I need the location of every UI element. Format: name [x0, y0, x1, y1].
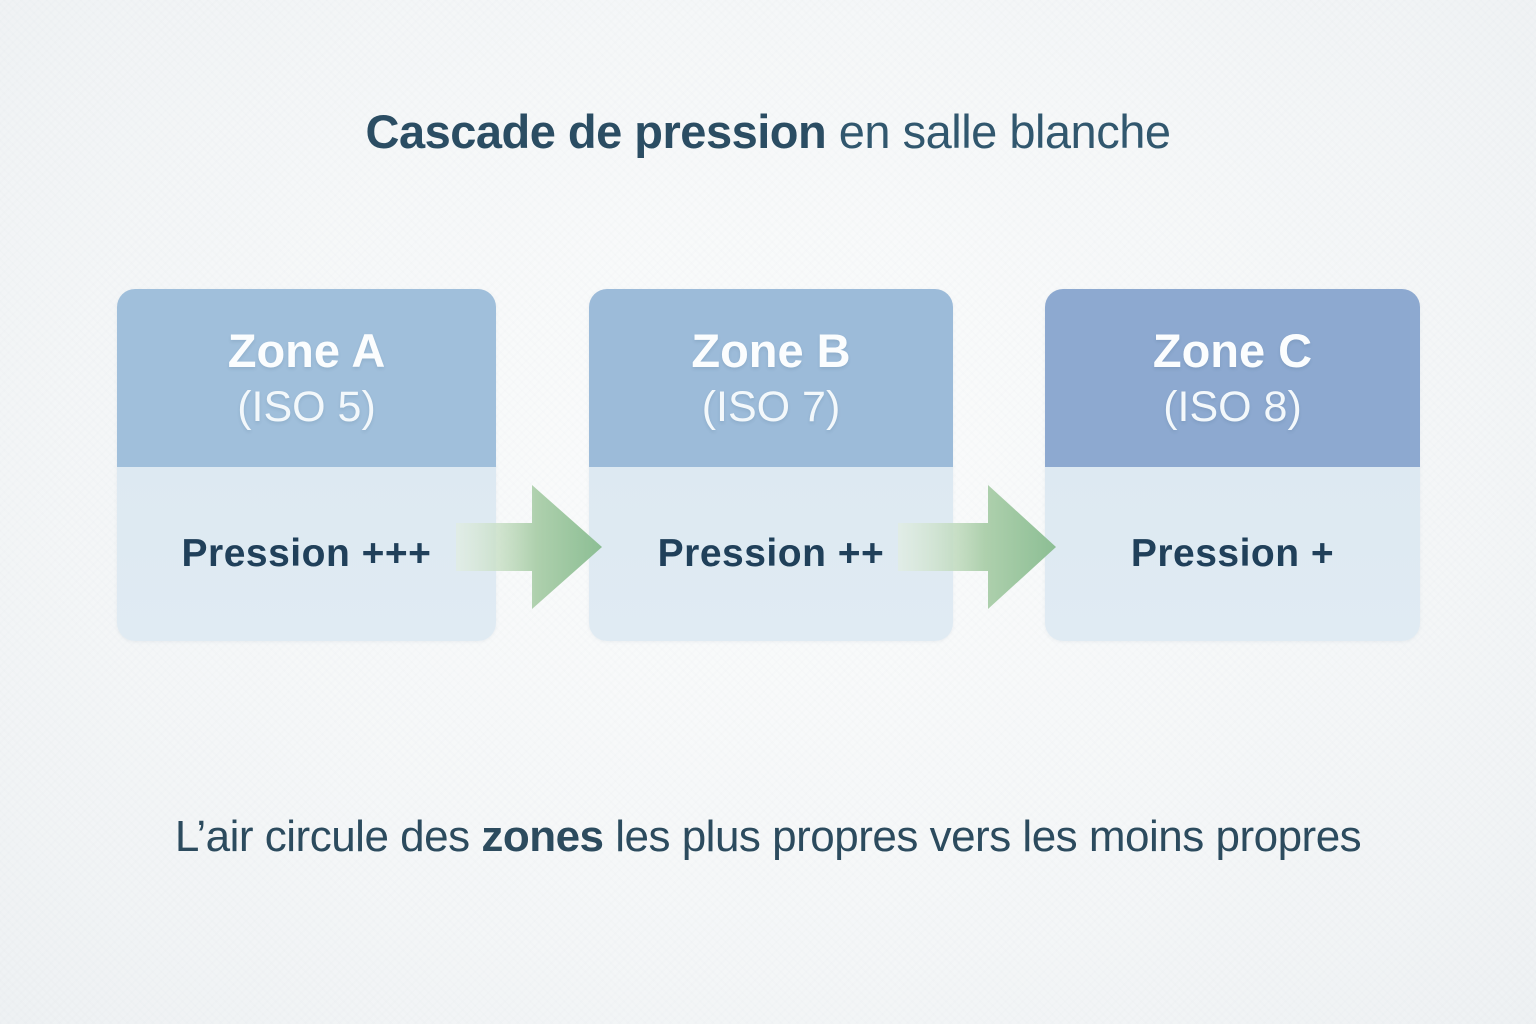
- zone-b-pressure: Pression ++: [657, 532, 885, 575]
- zone-c-iso: (ISO 8): [1163, 382, 1302, 431]
- flow-arrow-a-to-b-icon: [456, 485, 602, 609]
- zone-c-name: Zone C: [1152, 323, 1313, 377]
- title-regular: en salle blanche: [826, 105, 1171, 158]
- zone-c-pressure: Pression +: [1130, 532, 1335, 575]
- zone-b-card: Zone B (ISO 7) Pression ++: [589, 289, 953, 641]
- zone-a-pressure: Pression +++: [181, 532, 432, 575]
- zone-b-name: Zone B: [691, 323, 851, 377]
- zone-a-header: Zone A (ISO 5): [117, 289, 496, 467]
- zone-a-card: Zone A (ISO 5) Pression +++: [117, 289, 496, 641]
- zone-c-header: Zone C (ISO 8): [1045, 289, 1420, 467]
- zone-b-iso: (ISO 7): [701, 382, 841, 431]
- title-bold: Cascade de pression: [365, 105, 827, 158]
- zone-c-card: Zone C (ISO 8) Pression +: [1045, 289, 1420, 641]
- zone-b-header: Zone B (ISO 7): [589, 289, 953, 467]
- zone-a-name: Zone A: [227, 323, 386, 377]
- caption-prefix: L’air circule des: [174, 812, 482, 861]
- caption-bold: zones: [481, 812, 604, 861]
- zone-a-body: Pression +++: [117, 467, 496, 641]
- caption: L’air circule des zones les plus propres…: [0, 812, 1536, 862]
- zone-b-body: Pression ++: [589, 467, 953, 641]
- zone-a-iso: (ISO 5): [237, 382, 376, 431]
- flow-arrow-b-to-c-icon: [898, 485, 1056, 609]
- zone-c-body: Pression +: [1045, 467, 1420, 641]
- page-title: Cascade de pression en salle blanche: [0, 104, 1536, 159]
- caption-suffix: les plus propres vers les moins propres: [603, 812, 1362, 861]
